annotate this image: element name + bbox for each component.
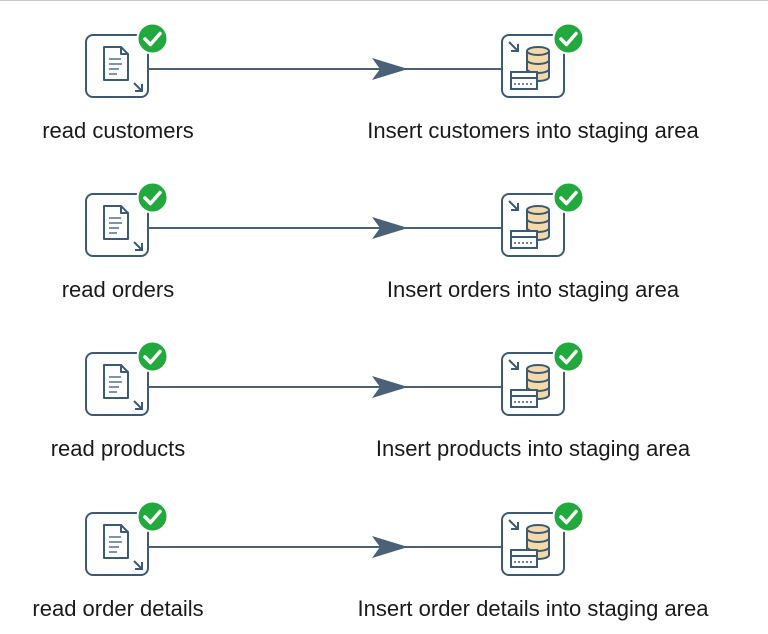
table-output-step[interactable] — [501, 500, 585, 576]
text-file-input-step[interactable] — [85, 22, 169, 98]
output-step-label[interactable]: Insert order details into staging area — [357, 596, 709, 621]
table-output-icon — [508, 519, 550, 568]
text-file-input-icon — [103, 46, 143, 92]
checkmark-success-icon — [136, 500, 169, 533]
checkmark-success-icon — [552, 500, 585, 533]
input-step-label[interactable]: read orders — [61, 277, 175, 302]
checkmark-success-icon — [552, 340, 585, 373]
hop-connector[interactable] — [149, 68, 501, 70]
output-step-label[interactable]: Insert customers into staging area — [367, 118, 699, 143]
input-step-label[interactable]: read products — [50, 436, 186, 461]
output-step-label[interactable]: Insert products into staging area — [375, 436, 691, 461]
table-output-icon — [508, 41, 550, 90]
checkmark-success-icon — [136, 181, 169, 214]
table-output-step[interactable] — [501, 340, 585, 416]
text-file-input-step[interactable] — [85, 500, 169, 576]
hop-arrow-icon — [372, 536, 408, 558]
input-step-label[interactable]: read customers — [42, 118, 194, 143]
text-file-input-step[interactable] — [85, 181, 169, 257]
hop-connector[interactable] — [149, 227, 501, 229]
checkmark-success-icon — [552, 22, 585, 55]
hop-arrow-icon — [372, 376, 408, 398]
input-step-label[interactable]: read order details — [32, 596, 204, 621]
flow-row: read products Insert products into stagi… — [0, 320, 768, 480]
hop-arrow-icon — [372, 217, 408, 239]
table-output-step[interactable] — [501, 22, 585, 98]
hop-connector[interactable] — [149, 546, 501, 548]
hop-connector[interactable] — [149, 386, 501, 388]
hop-arrow-icon — [372, 58, 408, 80]
output-step-label[interactable]: Insert orders into staging area — [386, 277, 680, 302]
text-file-input-icon — [103, 205, 143, 251]
flow-row: read customers Insert customers into sta… — [0, 2, 768, 162]
checkmark-success-icon — [136, 22, 169, 55]
checkmark-success-icon — [552, 181, 585, 214]
text-file-input-icon — [103, 364, 143, 410]
text-file-input-icon — [103, 524, 143, 570]
text-file-input-step[interactable] — [85, 340, 169, 416]
flow-row: read order details Insert order details … — [0, 480, 768, 634]
table-output-icon — [508, 200, 550, 249]
table-output-step[interactable] — [501, 181, 585, 257]
checkmark-success-icon — [136, 340, 169, 373]
table-output-icon — [508, 359, 550, 408]
flow-row: read orders Insert orders into staging a… — [0, 161, 768, 321]
